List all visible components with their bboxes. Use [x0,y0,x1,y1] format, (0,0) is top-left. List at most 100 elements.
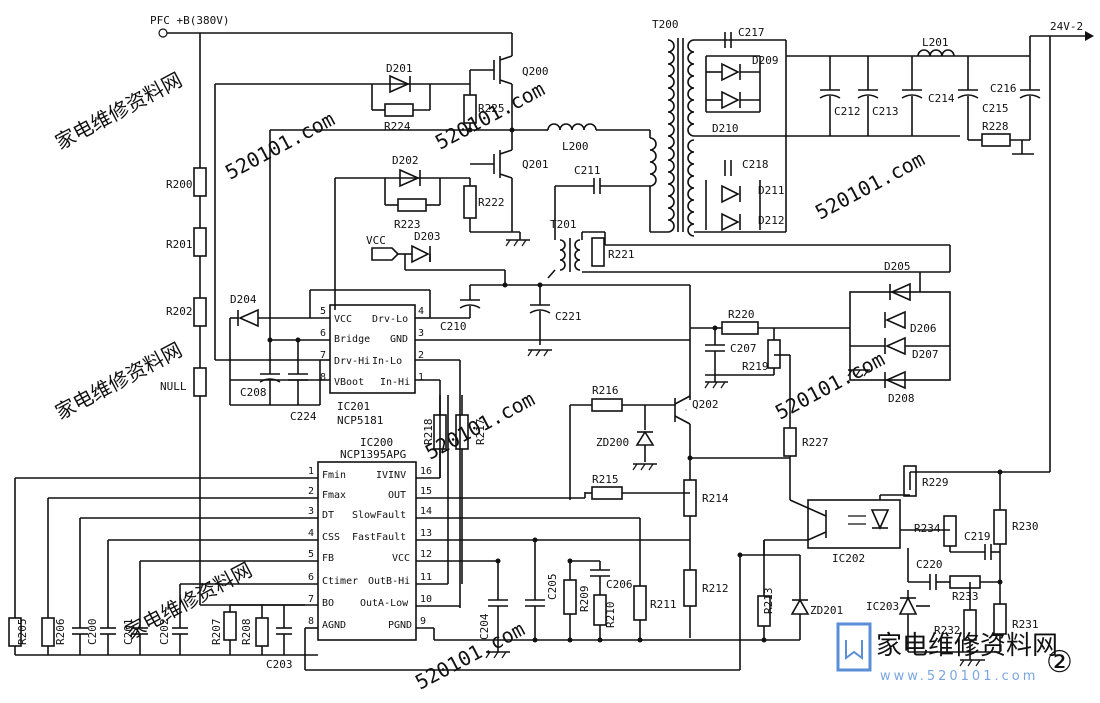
output-label: 24V-2 [1050,20,1083,33]
low-side-switch: Q201 D202 R223 R222 [334,130,549,310]
vcc-label: VCC [366,234,386,247]
label-d205: D205 [884,260,911,273]
ic201-part: NCP5181 [337,414,383,427]
resistor-r206 [41,617,55,647]
label-c224: C224 [290,410,317,423]
shunt-ic203 [898,596,918,615]
label-d208: D208 [888,392,915,405]
label-c202: C202 [158,619,171,646]
ic201-driver: VCC Bridge Drv-Hi VBoot Drv-Lo GND In-Lo… [229,289,690,608]
diode-d202 [399,168,420,188]
diode-d204 [238,308,259,328]
ic200-pin-number: 11 [420,572,432,583]
label-r209: R209 [578,586,591,613]
resistor-r200 [193,167,207,197]
watermark-text: 520101.com [221,107,339,185]
ic201-pin-number: 3 [418,328,424,339]
resistor-r227 [783,427,797,457]
label-d207: D207 [912,348,939,361]
label-d212: D212 [758,214,785,227]
label-q201: Q201 [522,158,549,171]
label-c212: C212 [834,105,861,118]
ic200-pin-label: OutB-Hi [368,576,410,587]
label-r232: R232 [934,624,961,637]
resistor-r220 [721,321,759,335]
ic200-pin-label: FastFault [352,532,406,543]
label-r211: R211 [650,598,677,611]
resistor-r216 [591,398,623,412]
ic201-pin-label: In-Hi [380,377,410,388]
resistor-r228 [981,133,1011,147]
ic200-pin-number: 15 [420,486,432,497]
ic200-pin-number: 6 [308,572,314,583]
ic200-pin-label: DT [322,510,334,521]
resistor-r219 [767,339,781,369]
label-r233: R233 [952,590,979,603]
figure-badge: ② [1046,645,1073,680]
label-d201: D201 [386,62,413,75]
label-r225: R225 [478,102,505,115]
label-c213: C213 [872,105,899,118]
label-r214: R214 [702,492,729,505]
ic201-pin-number: 7 [320,350,326,361]
input-rail: PFC +B(380V) R200 R201 R202 NULL [150,14,513,606]
ic200-pin-label: SlowFault [352,510,406,521]
label-d210: D210 [712,122,739,135]
label-r223: R223 [394,218,421,231]
ic200-pin-label: FB [322,553,334,564]
ic200-pin-label: OutA-Low [360,598,409,609]
ic201-pin-number: 5 [320,306,326,317]
label-c208: C208 [240,386,267,399]
ic200-pin-number: 7 [308,594,314,605]
ic201-pin-label: Drv-Hi [334,356,370,367]
label-r217: R217 [474,419,487,446]
label-c211: C211 [574,164,601,177]
label-c204: C204 [478,613,491,640]
label-r202: R202 [166,305,193,318]
diode-d207 [885,336,906,356]
resistor-r207 [223,611,237,641]
label-r227: R227 [802,436,829,449]
logo-text: 家电维修资料网 [876,631,1058,661]
label-c205: C205 [546,574,559,601]
ic201-pin-label: VCC [334,314,352,325]
ic200-pin-label: AGND [322,620,346,631]
ic200-pin-label: VCC [392,553,410,564]
label-r224: R224 [384,120,411,133]
label-c210: C210 [440,320,467,333]
ic201-pin-label: GND [390,334,408,345]
diode-d203 [411,244,430,264]
ic201-pin-number: 1 [418,372,424,383]
label-d203: D203 [414,230,441,243]
label-r218: R218 [422,419,435,446]
ic200-pin-label: Fmin [322,470,346,481]
site-logo: 家电维修资料网 www.520101.com ② [836,622,1073,684]
resistor-r215 [591,486,623,500]
ic200-part: NCP1395APG [340,448,406,461]
label-r231: R231 [1012,618,1039,631]
ic201-body [329,304,416,394]
ic200-pin-number: 14 [420,506,432,517]
resistor-r231 [993,603,1007,635]
diode-d206 [885,310,906,330]
label-r201: R201 [166,238,193,251]
ic201-ref: IC201 [337,400,370,413]
driver-supply: VCC D203 C210 C221 [366,230,690,357]
resistor-r221 [591,237,605,267]
label-q202: Q202 [692,398,719,411]
main-transformer: T200 C217 D209 D210 C218 [649,18,1030,237]
resistor-r234 [943,515,957,547]
ic200-pin-label: Ctimer [322,576,358,587]
ic200-pin-number: 1 [308,466,314,477]
label-c216: C216 [990,82,1017,95]
label-ic203: IC203 [866,600,899,613]
diode-d209 [721,62,740,82]
diode-d201 [389,74,410,94]
label-d209: D209 [752,54,779,67]
ic200-pin-number: 3 [308,506,314,517]
label-r212: R212 [702,582,729,595]
resistor-r212 [683,569,697,607]
ic201-pin-label: In-Lo [372,356,402,367]
label-c207: C207 [730,342,757,355]
